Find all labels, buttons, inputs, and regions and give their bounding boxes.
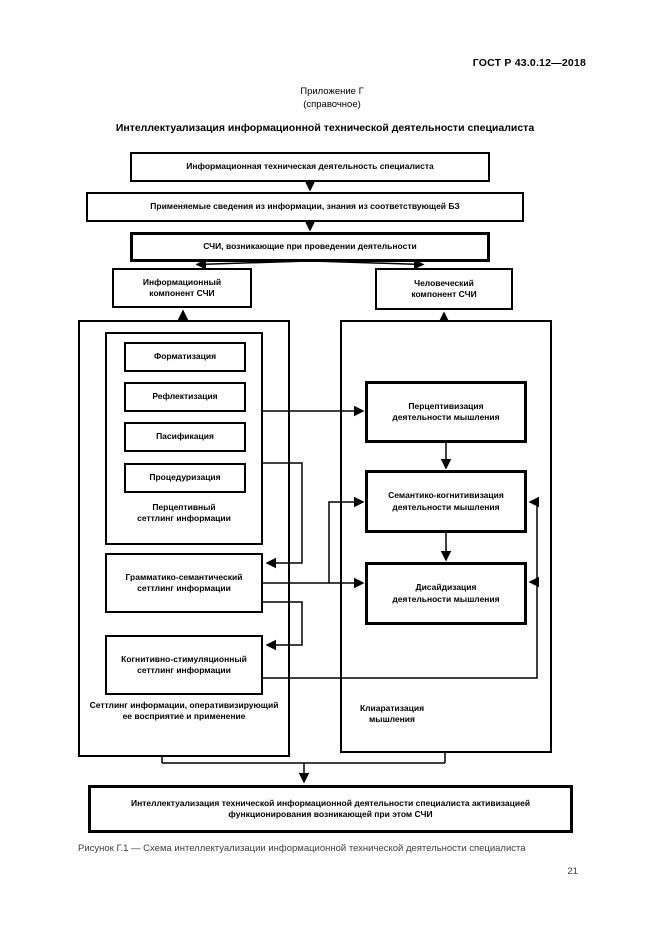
- box-information-activity: Информационная техническая деятельность …: [130, 152, 490, 182]
- box-decidization: Дисайдизация деятельности мышления: [365, 562, 527, 625]
- arrow-grammatical-to-cognitive: [263, 601, 303, 651]
- box-reflectization: Рефлектизация: [124, 382, 246, 412]
- appendix-title: Приложение Г: [300, 86, 364, 97]
- box-grammatical-semantic-settling: Грамматико-семантический сеттлинг информ…: [105, 553, 263, 613]
- line-bottom-merge-bus: [161, 753, 446, 764]
- box-human-component: Человеческий компонент СЧИ: [375, 268, 513, 310]
- label-thinking-clarification: Клиаратизация мышления: [359, 703, 425, 725]
- box-applied-information: Применяемые сведения из информации, знан…: [86, 192, 524, 222]
- label-information-settling: Сеттлинг информации, оперативизирующий е…: [89, 700, 279, 722]
- figure-caption: Рисунок Г.1 — Схема интеллектуализации и…: [78, 843, 526, 854]
- page-number: 21: [567, 866, 578, 877]
- box-semantic-cognitivization: Семантико-когнитивизация деятельности мы…: [365, 470, 527, 533]
- box-information-component: Информационный компонент СЧИ: [112, 268, 252, 308]
- box-intellectualization-result: Интеллектуализация технической информаци…: [88, 785, 573, 833]
- box-perceptivization: Перцептивизация деятельности мышления: [365, 381, 527, 443]
- appendix-heading: Приложение Г (справочное): [132, 86, 532, 112]
- box-cognitive-stimulation-settling: Когнитивно-стимуляционный сеттлинг инфор…: [105, 635, 263, 695]
- figure-title: Интеллектуализация информационной технич…: [115, 122, 535, 134]
- container-information-settling: [78, 320, 290, 757]
- standard-number: ГОСТ Р 43.0.12—2018: [472, 57, 586, 69]
- appendix-subtitle: (справочное): [303, 98, 361, 110]
- box-formatization: Форматизация: [124, 342, 246, 372]
- box-pacification: Пасификация: [124, 422, 246, 452]
- box-schi: СЧИ, возникающие при проведении деятельн…: [130, 232, 490, 262]
- arrow-grammatical-to-semantic: [328, 496, 365, 583]
- line-cognitive-feedback-bus: [263, 496, 539, 679]
- box-procedurization: Процедуризация: [124, 463, 246, 493]
- label-perceptual-settling: Перцептивный сеттлинг информации: [137, 502, 231, 524]
- container-perceptual-settling: [105, 332, 263, 545]
- arrow-perceptual-to-grammatical: [263, 462, 303, 569]
